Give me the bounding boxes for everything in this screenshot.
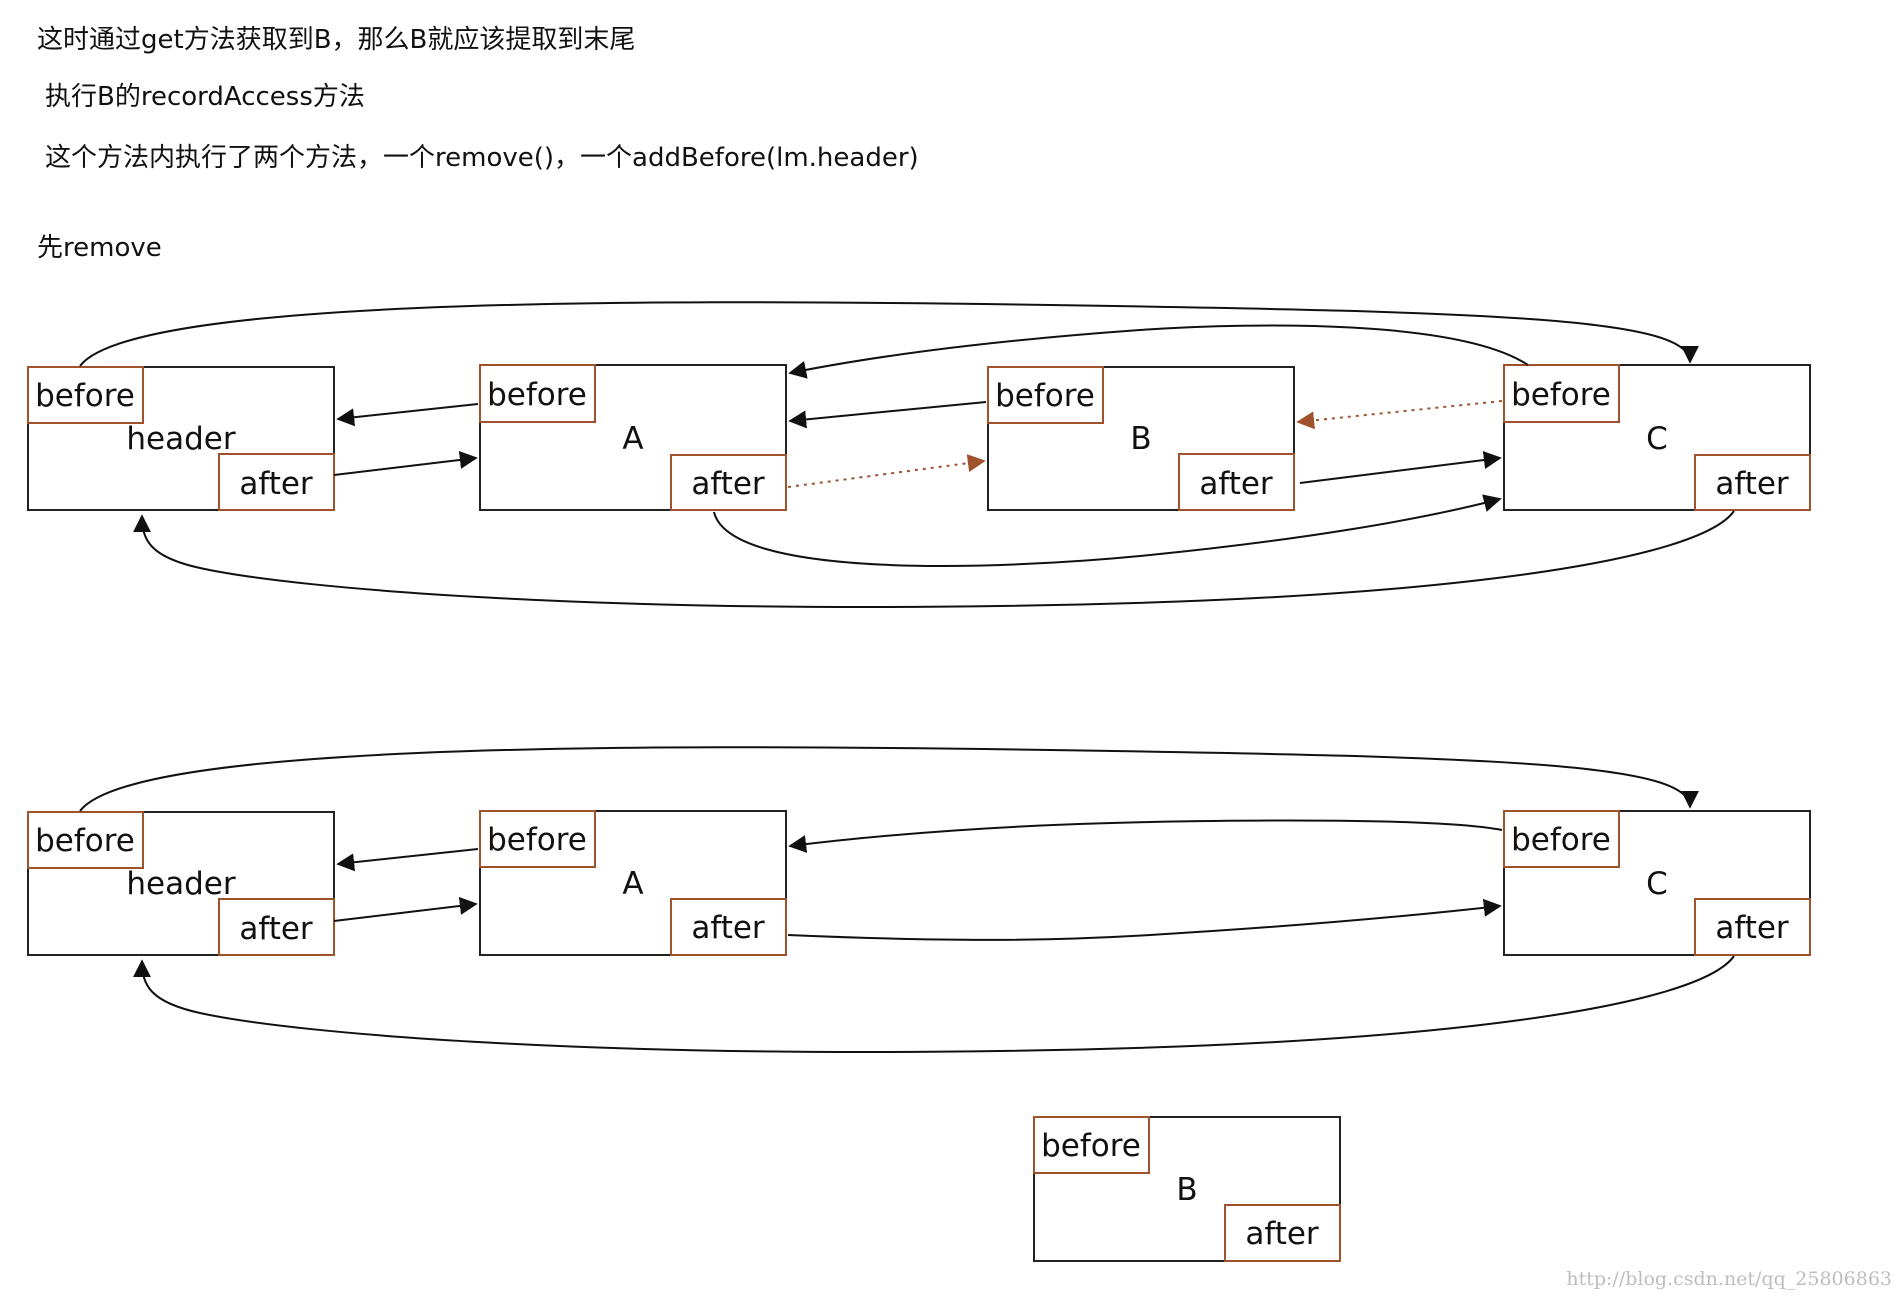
after-field — [218, 898, 335, 956]
node-c: before C after — [1503, 810, 1811, 956]
diagram-after-remove: before header after before A after befor… — [27, 746, 1811, 1053]
before-label: before — [1041, 1128, 1141, 1164]
after-label: after — [691, 910, 765, 946]
before-field — [1033, 1116, 1150, 1174]
after-label: after — [1199, 466, 1273, 502]
node-a: before A after — [479, 364, 787, 511]
after-field — [670, 454, 787, 511]
before-field — [479, 810, 596, 868]
arrow-a-before-to-header — [336, 848, 479, 872]
arrow-b-before-to-a — [788, 401, 987, 429]
arrow-header-after-to-a — [333, 450, 478, 476]
node-a: before A after — [479, 810, 787, 956]
dotted-arrow-a-after-to-b — [787, 454, 986, 488]
after-field — [1694, 898, 1811, 956]
after-field — [1224, 1204, 1341, 1262]
watermark: http://blog.csdn.net/qq_25806863 — [1566, 1268, 1892, 1290]
after-field — [1178, 453, 1295, 511]
after-field — [1694, 454, 1811, 511]
node-name: B — [1130, 421, 1151, 457]
arrow-a-before-to-header — [336, 403, 479, 427]
node-header: before header after — [27, 811, 335, 956]
after-field — [670, 898, 787, 956]
before-label: before — [995, 378, 1095, 414]
node-name: C — [1646, 866, 1668, 902]
node-c: before C after — [1503, 364, 1811, 511]
node-header: before header after — [27, 366, 335, 511]
before-field — [479, 364, 596, 423]
after-label: after — [1245, 1216, 1319, 1252]
before-field — [1503, 810, 1620, 868]
after-field — [218, 453, 335, 511]
arrow-header-before-to-c — [79, 301, 1699, 367]
before-label: before — [487, 822, 587, 858]
intro-text-line-3: 这个方法内执行了两个方法，一个remove()，一个addBefore(lm.h… — [45, 143, 919, 173]
intro-text-line-4: 先remove — [37, 233, 162, 263]
arrow-header-after-to-a — [333, 896, 478, 922]
node-name: header — [126, 421, 235, 457]
arrow-c-after-to-header — [133, 955, 1735, 1053]
arrow-c-after-to-header — [133, 510, 1735, 608]
intro-text-line-2: 执行B的recordAccess方法 — [45, 82, 365, 112]
before-field — [27, 811, 144, 869]
node-b-removed: before B after — [1033, 1116, 1341, 1262]
node-name: C — [1646, 421, 1668, 457]
node-name: A — [622, 866, 643, 902]
after-label: after — [691, 466, 765, 502]
arrow-c-before-to-a — [788, 324, 1529, 379]
after-label: after — [239, 466, 313, 502]
after-label: after — [1715, 910, 1789, 946]
before-field — [987, 366, 1104, 424]
before-field — [1503, 364, 1620, 423]
intro-text-line-1: 这时通过get方法获取到B，那么B就应该提取到末尾 — [37, 25, 636, 55]
node-name: header — [126, 866, 235, 902]
diagram-before-remove: before header after before A after befor… — [27, 301, 1811, 608]
before-field — [27, 366, 144, 424]
before-label: before — [487, 377, 587, 413]
arrow-a-after-to-c — [787, 898, 1502, 941]
node-name: B — [1176, 1172, 1197, 1208]
arrow-header-before-to-c — [79, 746, 1699, 812]
node-name: A — [622, 421, 643, 457]
before-label: before — [35, 823, 135, 859]
node-b: before B after — [987, 366, 1295, 511]
arrow-c-before-to-a — [788, 819, 1503, 853]
arrow-a-after-to-c — [713, 494, 1502, 567]
dotted-arrow-c-before-to-b — [1296, 400, 1503, 430]
after-label: after — [1715, 466, 1789, 502]
before-label: before — [1511, 377, 1611, 413]
before-label: before — [35, 378, 135, 414]
after-label: after — [239, 911, 313, 947]
before-label: before — [1511, 822, 1611, 858]
arrow-b-after-to-c — [1299, 451, 1502, 484]
